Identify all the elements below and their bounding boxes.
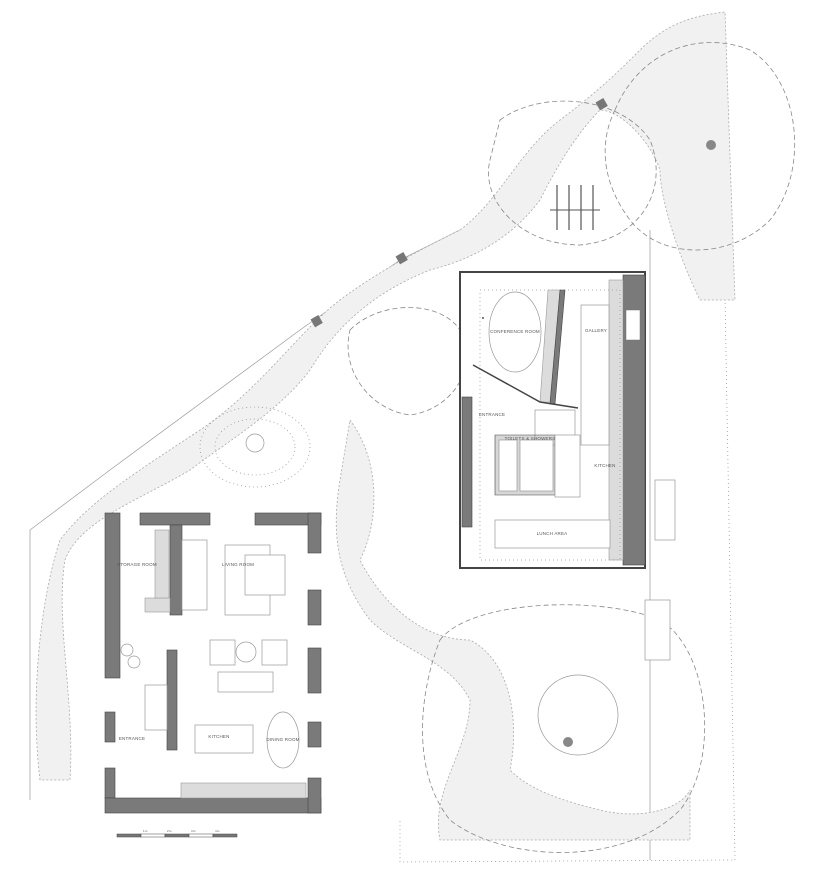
room-label-conference: CONFERENCE ROOM — [490, 329, 540, 334]
room-label-storage: STORAGE ROOM — [117, 562, 157, 567]
left-house: STORAGE ROOM LIVING ROOM KITCHEN DINING … — [104, 512, 322, 814]
tree-trunk-icon — [706, 140, 716, 150]
right-house: CONFERENCE ROOM GALLERY ENTRANCE TOILETS… — [459, 271, 646, 569]
room-label-gallery: GALLERY — [585, 328, 607, 333]
room-label-entrance: ENTRANCE — [119, 736, 145, 741]
scale-tick-1: 1m — [143, 829, 148, 833]
scale-bar: 1m 2m 3m 4m — [116, 829, 238, 838]
scale-tick-4: 4m — [215, 829, 220, 833]
site-boundary — [29, 14, 736, 863]
room-label-dining: DINING ROOM — [266, 737, 299, 742]
room-label-lunch-area: LUNCH AREA — [537, 531, 568, 536]
room-label-toilets: TOILETS & SHOWERS — [505, 436, 556, 441]
tree-canopies — [199, 42, 796, 853]
room-label-living: LIVING ROOM — [222, 562, 254, 567]
room-label-kitchen: KITCHEN — [208, 734, 229, 739]
scale-tick-2: 2m — [167, 829, 172, 833]
room-label-kitchen: KITCHEN — [594, 463, 615, 468]
site-steps — [644, 479, 676, 661]
scale-tick-3: 3m — [191, 829, 196, 833]
room-label-entrance: ENTRANCE — [479, 412, 505, 417]
garden-posts — [310, 98, 608, 328]
garden-path — [35, 11, 736, 841]
